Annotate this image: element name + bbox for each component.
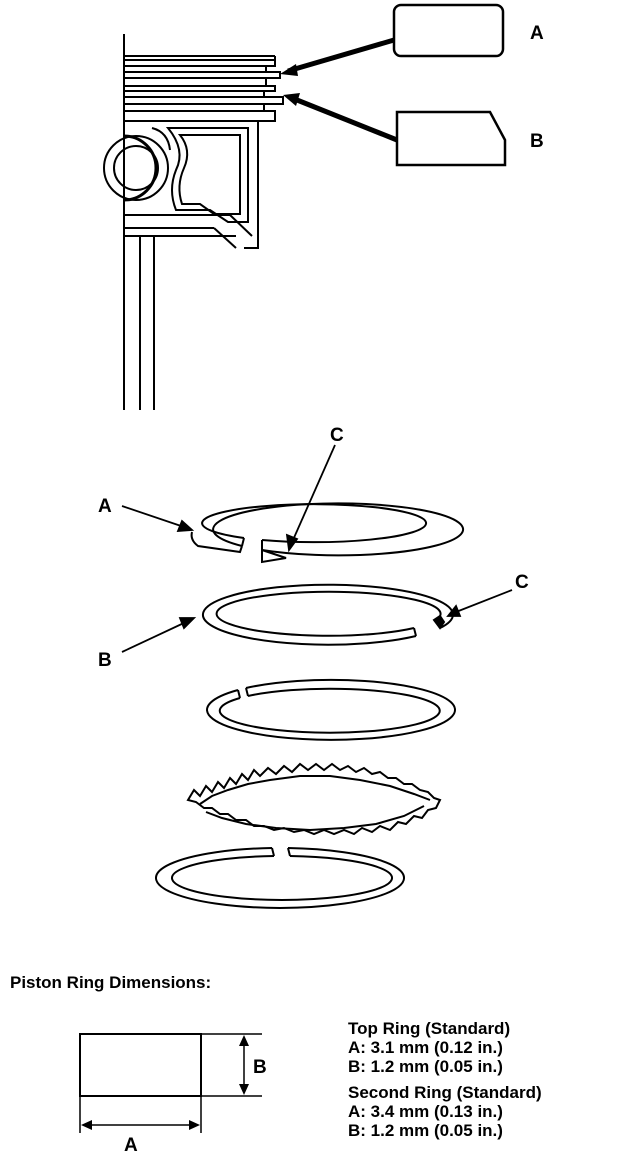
top-ring-profile — [392, 3, 505, 58]
top-ring-spec: Top Ring (Standard) A: 3.1 mm (0.12 in.)… — [348, 1019, 542, 1076]
callout-b-ring: B — [98, 650, 112, 671]
callout-a-top: A — [530, 23, 544, 44]
spec-title: Top Ring (Standard) — [348, 1019, 511, 1038]
ring-callouts — [121, 444, 513, 653]
callout-b-top: B — [530, 131, 544, 152]
second-ring — [201, 583, 454, 646]
callout-a-ring: A — [98, 496, 112, 517]
ring-specifications: Top Ring (Standard) A: 3.1 mm (0.12 in.)… — [348, 1019, 542, 1147]
callout-c-second-gap: C — [515, 572, 529, 593]
dim-label-b: B — [253, 1057, 267, 1078]
oil-spacer — [186, 762, 442, 836]
piston-section — [103, 34, 284, 410]
dimensions-heading: Piston Ring Dimensions: — [10, 973, 212, 992]
spec-a-value: A: 3.1 mm (0.12 in.) — [348, 1038, 503, 1057]
arrow-to-second-ring — [291, 95, 398, 143]
spec-b-value: B: 1.2 mm (0.05 in.) — [348, 1121, 503, 1140]
spec-title: Second Ring (Standard) — [348, 1083, 542, 1102]
oil-rail-lower — [155, 847, 405, 909]
dimension-diagram — [79, 1033, 262, 1133]
ring-set — [155, 502, 465, 909]
top-ring — [190, 502, 465, 564]
arrow-to-top-ring — [287, 37, 395, 74]
ring-profile-callouts: A B — [280, 3, 544, 167]
ring-section-box — [79, 1033, 202, 1097]
second-ring-profile — [395, 110, 507, 167]
second-ring-spec: Second Ring (Standard) A: 3.4 mm (0.13 i… — [348, 1083, 542, 1140]
dim-label-a: A — [124, 1135, 138, 1156]
spec-a-value: A: 3.4 mm (0.13 in.) — [348, 1102, 503, 1121]
oil-rail-upper — [206, 678, 456, 741]
spec-b-value: B: 1.2 mm (0.05 in.) — [348, 1057, 503, 1076]
callout-c-top-gap: C — [330, 425, 344, 446]
